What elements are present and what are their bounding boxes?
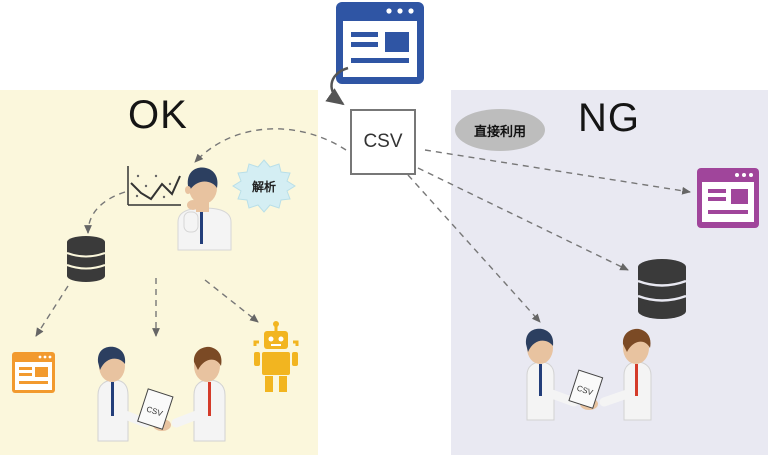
- thinking-person-icon: [177, 167, 232, 251]
- dark-database-icon: [637, 259, 687, 319]
- analysis-label: 解析: [251, 180, 276, 194]
- ng-handshake-icon: CSV: [525, 328, 652, 421]
- csv-file-box: CSV: [350, 109, 416, 175]
- analysis-chart-icon: [127, 166, 181, 206]
- arrow-csv-to-analysis: [194, 128, 347, 163]
- ng-title: NG: [578, 96, 640, 140]
- arrow-database-to-window: [35, 285, 69, 337]
- ok-title: OK: [128, 93, 188, 137]
- direct-use-badge: 直接利用: [455, 109, 545, 151]
- direct-use-label: 直接利用: [473, 124, 526, 140]
- analysis-burst-icon: [232, 159, 296, 213]
- arrow-analysis-to-robot: [204, 279, 259, 323]
- orange-window-icon: [12, 352, 55, 393]
- arrow-csv-to-ng-database: [417, 167, 629, 271]
- database-icon: [66, 236, 106, 282]
- csv-file-label: CSV: [363, 131, 403, 152]
- purple-window-icon: [697, 168, 759, 228]
- arrow-csv-to-ng-window: [424, 149, 691, 195]
- handshake-icon: CSV: [97, 346, 226, 442]
- source-window-icon: [336, 2, 424, 84]
- robot-icon: [253, 321, 299, 392]
- arrow-csv-to-ng-handshake: [407, 174, 541, 323]
- export-arrow: [325, 66, 349, 106]
- arrow-analysis-to-database: [84, 191, 126, 234]
